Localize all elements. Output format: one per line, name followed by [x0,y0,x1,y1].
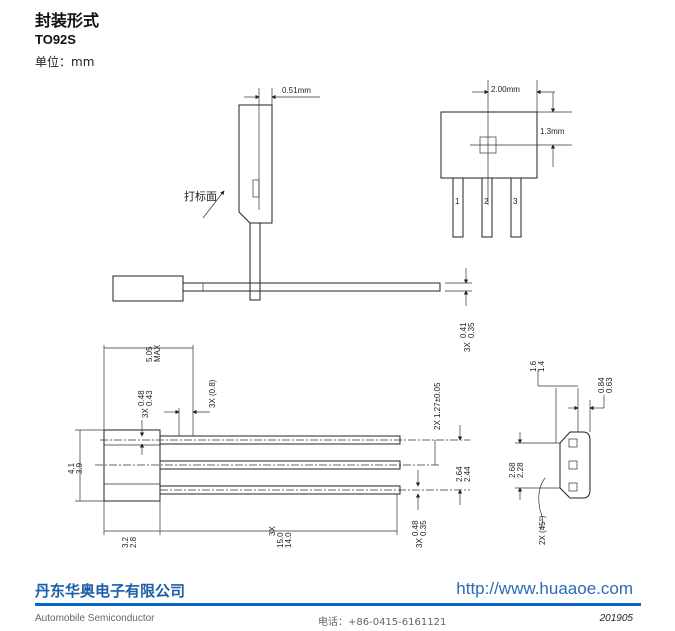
dimension-label: 3X (0.8) [208,379,217,408]
company-name: 丹东华奥电子有限公司 [35,582,186,600]
package-name: TO92S [35,32,76,47]
dimension-label: 1.4 [537,360,546,372]
dimension-label: 3X [415,538,424,548]
website-link[interactable]: http://www.huaaoe.com [456,579,633,598]
end-view: 1.6 1.4 0.84 0.63 2.68 2.28 2X (45°) [508,360,614,545]
dimension-label: 0.84 [597,377,606,393]
dimension-label: 0.35 [467,322,476,338]
dimension-label: 5.05 [145,346,154,362]
pin-1-label: 1 [455,197,460,206]
dimension-label: 2.8 [129,536,138,548]
side-view: 0.51mm 打标面 [184,86,320,301]
dimension-label: MAX [153,344,162,362]
pin-2-label: 2 [484,197,489,206]
width-label: 2.00mm [491,85,520,94]
pins: 1 2 3 [452,177,522,238]
footer-divider [35,603,641,606]
dimension-label: 3X [268,526,277,536]
dimension-label: 3.9 [75,462,84,474]
marking-face-label: 打标面 [184,189,217,203]
height-label: 1.3mm [540,127,565,136]
front-view: 2.00mm 1.3mm 1 2 3 [440,80,572,238]
footer-slogan: Automobile Semiconductor [35,613,155,624]
dimension-label: 15.0 [276,532,285,548]
dimension-label: 2X (45°) [538,515,547,545]
dimension-label: 14.0 [284,532,293,548]
dimension-label: 0.48 [137,390,146,406]
dimension-label: 4.1 [67,462,76,474]
dimension-label: 0.41 [459,322,468,338]
dimension-label: 2X 1.27±0.05 [433,382,442,430]
top-view: 5.05 MAX 3X (0.8) 3X 0.48 0.43 2X 1.27±0… [67,344,472,548]
footer-date: 201905 [599,613,633,624]
footer-phone: 电话：+86-0415-6161121 [318,617,447,628]
dimension-label: 1.6 [529,360,538,372]
dimension-label: 2.28 [516,462,525,478]
dimension-label: 0.43 [145,390,154,406]
dimension-label: 3.2 [121,536,130,548]
thickness-label: 0.51mm [282,86,311,95]
dimension-label: 2.64 [455,466,464,482]
dimension-label: 0.63 [605,377,614,393]
dimension-label: 3X [141,408,150,418]
dimension-label: 2.44 [463,466,472,482]
dimension-label: 3X [463,342,472,352]
dimension-label: 2.68 [508,462,517,478]
pin-3-label: 3 [513,197,518,206]
unit-label: 单位：mm [35,55,95,69]
page-title: 封装形式 [35,11,100,30]
dimension-label: 0.35 [419,520,428,536]
long-view: 3X 0.41 0.35 [112,268,476,352]
dimension-label: 0.48 [411,520,420,536]
